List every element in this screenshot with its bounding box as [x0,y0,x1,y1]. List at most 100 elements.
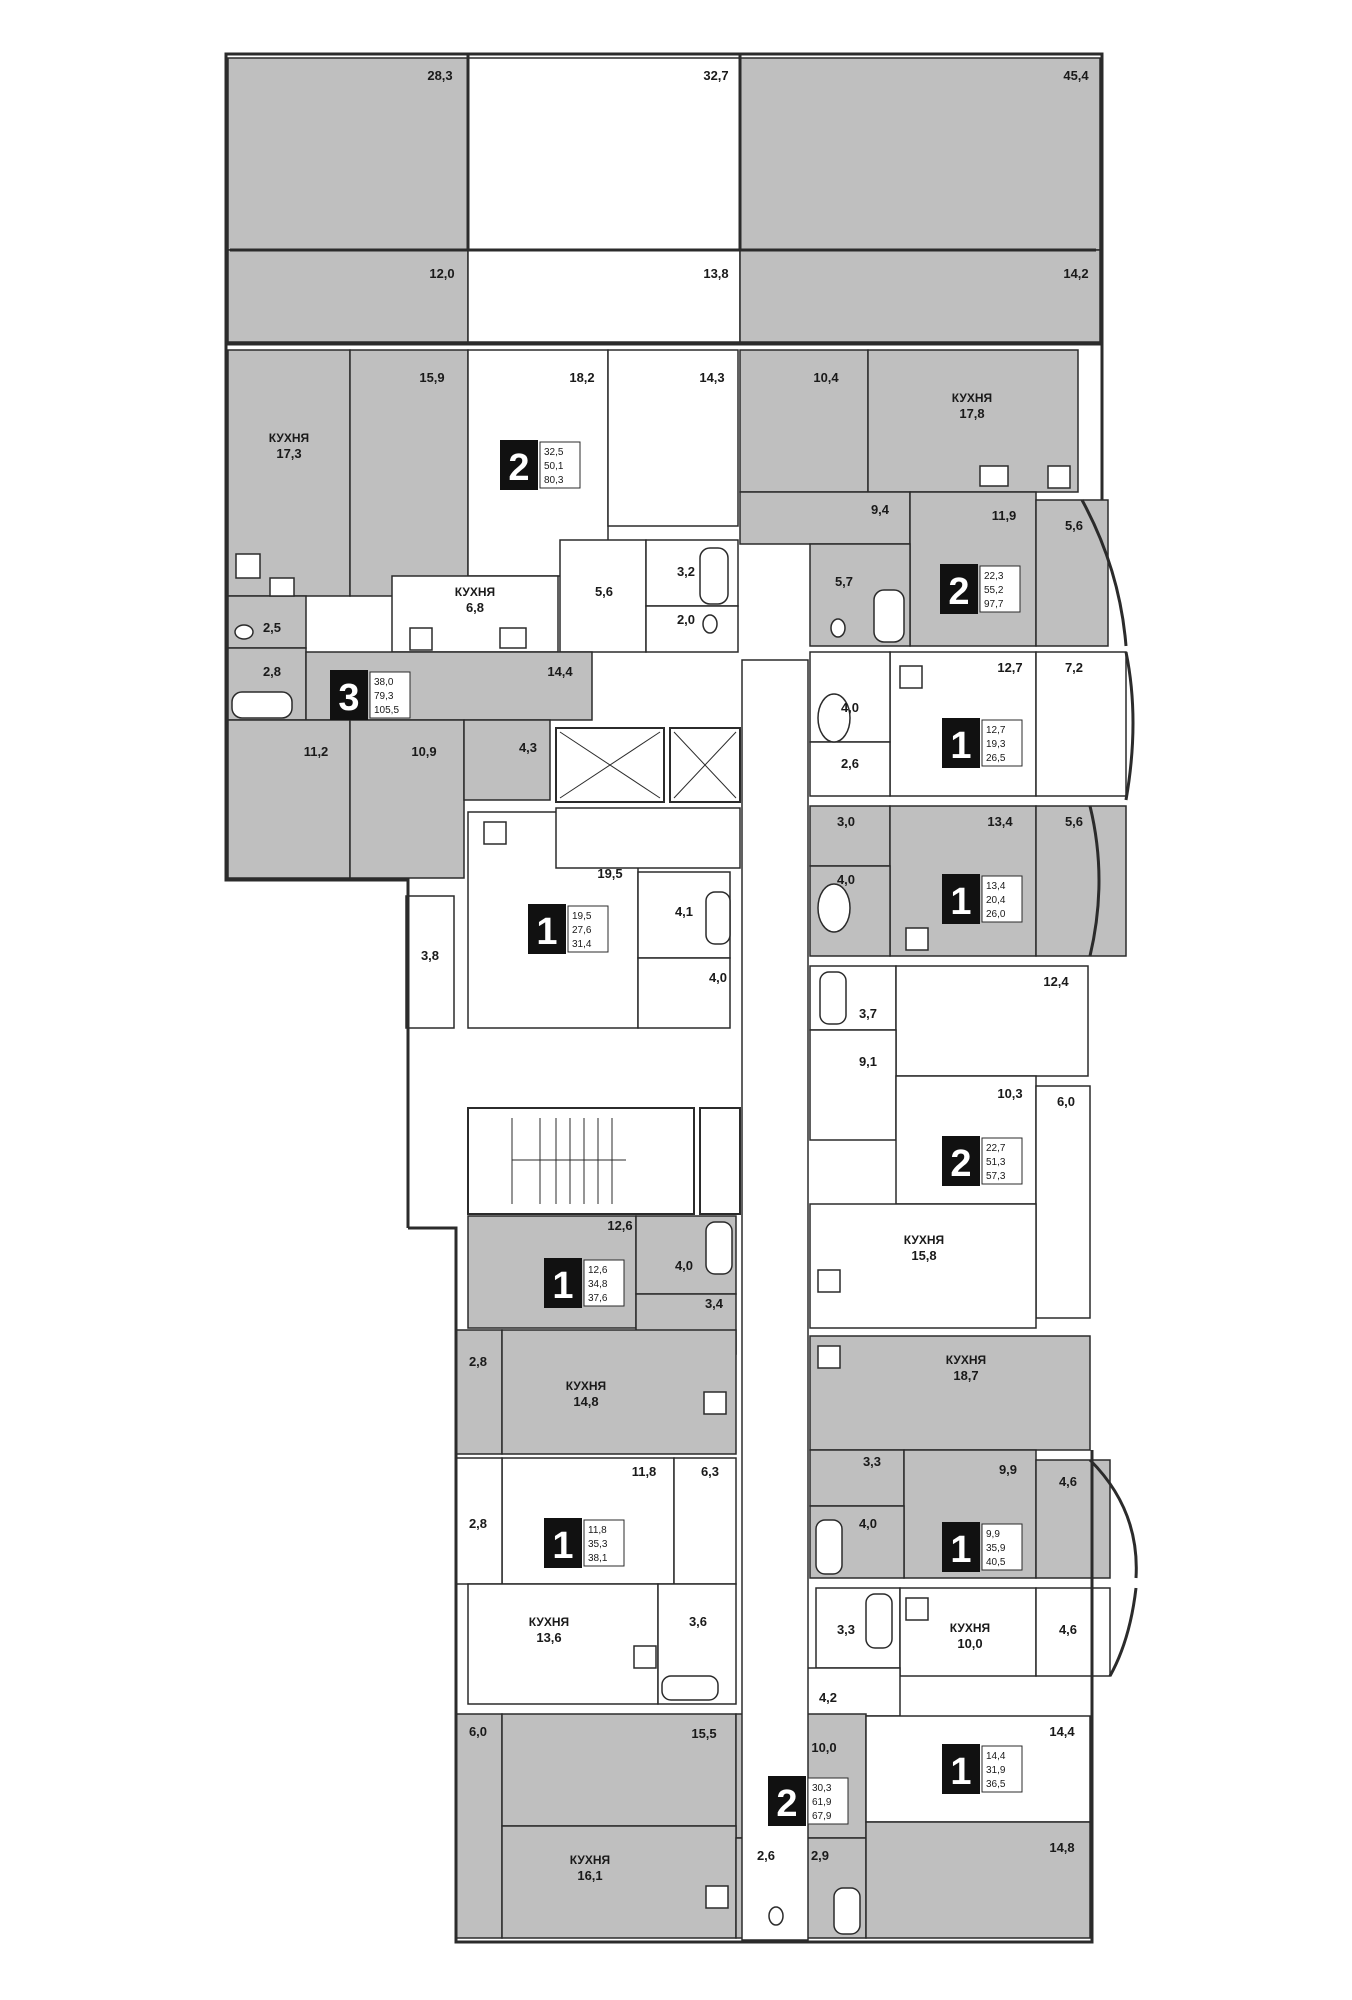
room-area-label: 15,9 [419,370,444,385]
area-stat: 79,3 [374,691,394,702]
room-west-c-loggia[interactable] [455,1457,503,1585]
room-east-d-loggia[interactable] [1035,1459,1111,1579]
room-west-a-hall[interactable] [637,957,731,1029]
room-north-hall[interactable] [559,539,647,653]
room-count: 1 [950,725,971,767]
room-ne-room[interactable] [739,349,869,493]
room-west-c-kitchen[interactable] [467,1583,659,1705]
room-north-wc[interactable] [645,605,739,653]
area-stats-box [539,441,581,489]
kitchen-label: КУХНЯ [946,1353,986,1367]
room-sw-bedroom[interactable] [501,1713,737,1827]
room-area-label: 17,3 [276,446,301,461]
room-area-label: 3,3 [837,1622,855,1637]
room-balcony-top-middle[interactable] [467,57,741,251]
room-balcony-top-right[interactable] [739,57,1101,251]
room-area-label: 4,6 [1059,1474,1077,1489]
room-east-d-hall[interactable] [809,1449,905,1507]
room-count: 1 [950,881,971,923]
area-stat: 22,3 [984,571,1004,582]
room-area-label: 5,6 [595,584,613,599]
bathtub-icon [815,1519,843,1575]
area-stat: 11,8 [588,1525,607,1536]
room-count-badge [544,1258,582,1308]
room-kitchen-ne[interactable] [867,349,1079,493]
room-east-e-kitchen[interactable] [899,1587,1037,1677]
room-area-label: 5,6 [1065,518,1083,533]
room-balcony-top-left[interactable] [227,57,469,251]
bathtub-icon [705,891,731,945]
area-stats-box [981,1745,1023,1793]
room-east-a-loggia[interactable] [1035,651,1127,797]
staircase [467,1107,695,1215]
room-area-label: 3,0 [837,814,855,829]
room-area-label: 2,5 [263,620,281,635]
kitchen-label: КУХНЯ [570,1853,610,1867]
room-area-label: 28,3 [427,68,452,83]
area-stat: 80,3 [544,475,564,486]
room-east-d-kitchen[interactable] [809,1335,1091,1451]
stove-icon [409,627,433,651]
room-area-label: 18,7 [953,1368,978,1383]
area-stat: 37,6 [588,1293,608,1304]
kitchen-label: КУХНЯ [529,1615,569,1629]
room-se-bedroom[interactable] [865,1821,1091,1939]
room-area-label: 14,4 [1049,1724,1075,1739]
area-stat: 12,6 [588,1265,608,1276]
room-west-a-loggia[interactable] [405,895,455,1029]
room-area-label: 12,0 [429,266,454,281]
room-east-e-loggia[interactable] [1035,1587,1111,1677]
kitchen-label: КУХНЯ [269,431,309,445]
room-area-label: 9,4 [871,502,890,517]
area-stat: 19,3 [986,739,1006,750]
room-ne-loggia[interactable] [1035,499,1109,647]
room-loggia-middle[interactable] [467,249,741,343]
room-loggia-left[interactable] [227,249,469,343]
room-west-storage[interactable] [463,719,551,801]
room-ne-hall[interactable] [739,491,911,545]
room-east-b-loggia[interactable] [1035,805,1127,957]
room-nw-bedroom[interactable] [349,349,469,597]
room-count-badge [528,904,566,954]
room-area-label: 14,3 [699,370,724,385]
room-loggia-right[interactable] [739,249,1101,343]
room-area-label: 19,5 [597,866,622,881]
area-stat: 22,7 [986,1143,1006,1154]
room-count-badge [942,718,980,768]
stove-icon [633,1645,657,1669]
room-west-b-kitchen[interactable] [501,1329,737,1455]
room-west-bedroom-a[interactable] [227,719,351,879]
room-area-label: 7,2 [1065,660,1083,675]
room-east-a-hall[interactable] [809,741,891,797]
area-stats-box [981,1137,1023,1185]
area-stats-box [807,1777,849,1825]
room-west-b-loggia[interactable] [455,1329,503,1455]
room-sw-loggia[interactable] [455,1713,503,1939]
room-sw-kitchen[interactable] [501,1825,737,1939]
room-east-c-loggia[interactable] [1035,1085,1091,1319]
room-east-c-hall[interactable] [809,1029,897,1141]
room-north-bedroom[interactable] [607,349,739,527]
room-east-c-kitchen[interactable] [809,1203,1037,1329]
area-stats-box [981,1523,1023,1571]
room-area-label: 2,6 [841,756,859,771]
room-area-label: 3,3 [863,1454,881,1469]
elevator-lobby [555,807,741,869]
room-area-label: 4,3 [519,740,537,755]
room-area-label: 9,9 [999,1462,1017,1477]
room-west-bedroom-b[interactable] [349,719,465,879]
room-east-c-bedroom[interactable] [895,965,1089,1077]
